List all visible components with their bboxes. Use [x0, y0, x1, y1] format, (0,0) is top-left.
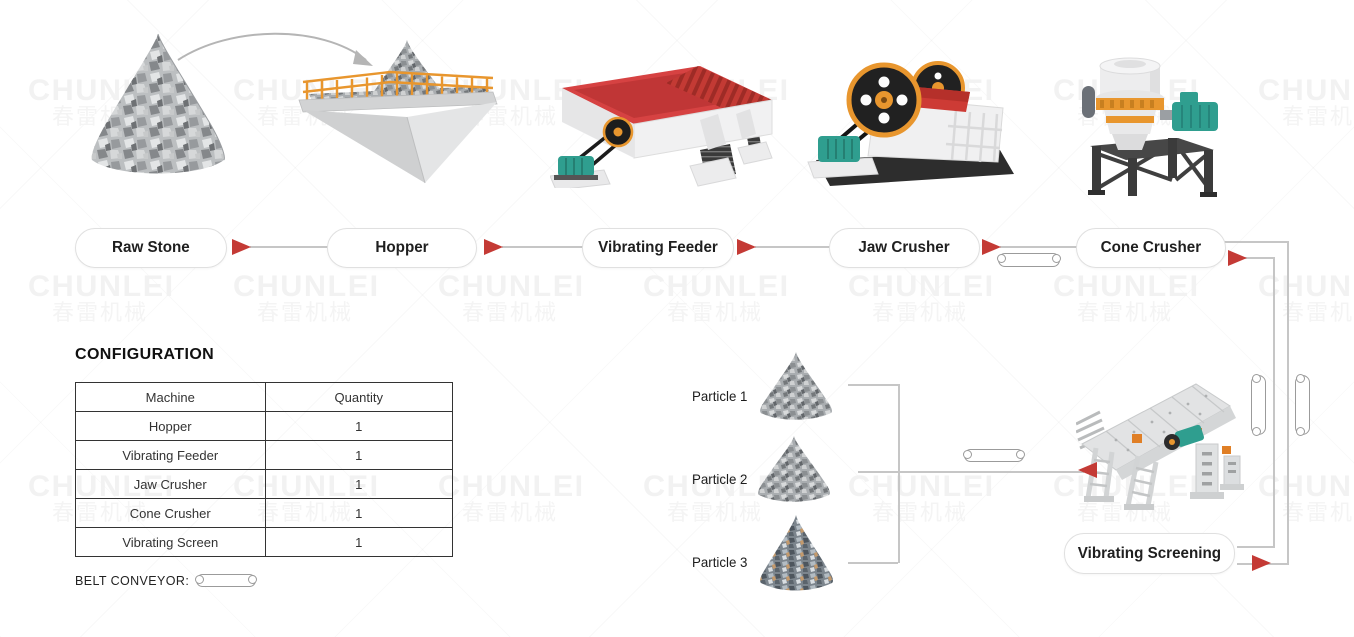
cell-machine: Hopper	[75, 411, 266, 441]
configuration-table: Machine Quantity Hopper 1 Vibrating Feed…	[75, 382, 453, 557]
particle-line	[848, 384, 898, 386]
flow-node-label: Jaw Crusher	[858, 239, 951, 256]
particle-3-pile-image	[760, 515, 833, 591]
feed-line	[1273, 257, 1275, 547]
vibrating-feeder-image	[550, 66, 773, 188]
configuration-title: CONFIGURATION	[75, 346, 215, 363]
cell-machine: Cone Crusher	[75, 498, 266, 528]
flow-node-label: Raw Stone	[112, 239, 190, 256]
particle-2-pile-image	[758, 436, 830, 502]
feed-line	[1232, 257, 1274, 259]
flow-node-label: Vibrating Screening	[1077, 544, 1222, 562]
table-row: Cone Crusher 1	[75, 498, 453, 528]
column-header-machine: Machine	[75, 382, 266, 412]
flow-node-vibrating-screening: Vibrating Screening	[1064, 533, 1235, 574]
column-header-quantity: Quantity	[264, 382, 453, 412]
flow-node-label: Vibrating Feeder	[598, 239, 718, 256]
return-line	[1287, 241, 1289, 564]
flow-node-label: Hopper	[375, 239, 429, 256]
belt-conveyor-icon	[1295, 374, 1310, 436]
belt-conveyor-icon	[963, 449, 1025, 462]
table-row: Vibrating Feeder 1	[75, 440, 453, 470]
flow-line	[755, 246, 831, 248]
transfer-arrow-icon	[177, 32, 373, 66]
particle-line	[898, 471, 1084, 473]
flow-arrow-icon	[1252, 555, 1271, 571]
hopper-image	[298, 40, 498, 184]
particle-1-label: Particle 1	[692, 388, 748, 404]
vibrating-screen-image	[1076, 383, 1244, 510]
belt-conveyor-legend-label: BELT CONVEYOR:	[75, 574, 190, 588]
flow-node-label: Cone Crusher	[1100, 239, 1202, 256]
return-line	[1224, 241, 1288, 243]
cell-machine: Vibrating Screen	[75, 527, 266, 557]
particle-collector-line	[898, 384, 900, 563]
belt-conveyor-icon	[1251, 374, 1266, 436]
particle-line	[858, 471, 898, 473]
cell-quantity: 1	[264, 498, 453, 528]
flow-arrow-icon	[484, 239, 503, 255]
cell-quantity: 1	[264, 411, 453, 441]
table-row: Hopper 1	[75, 411, 453, 441]
flow-arrow-icon	[737, 239, 756, 255]
particle-line	[848, 562, 898, 564]
cell-machine: Jaw Crusher	[75, 469, 266, 499]
flow-line	[250, 246, 329, 248]
flow-node-cone-crusher: Cone Crusher	[1076, 228, 1226, 268]
table-row: Vibrating Screen 1	[75, 527, 453, 557]
particle-1-pile-image	[760, 352, 832, 420]
flow-arrow-icon	[1078, 462, 1097, 478]
particle-2-label: Particle 2	[692, 471, 748, 487]
cell-quantity: 1	[264, 527, 453, 557]
cell-machine: Vibrating Feeder	[75, 440, 266, 470]
flow-arrow-icon	[232, 239, 251, 255]
flow-arrow-icon	[1228, 250, 1247, 266]
feed-line	[1237, 546, 1275, 548]
flow-node-hopper: Hopper	[327, 228, 477, 268]
belt-conveyor-icon	[997, 253, 1061, 267]
belt-conveyor-icon	[195, 574, 257, 587]
cell-quantity: 1	[264, 469, 453, 499]
flow-node-jaw-crusher: Jaw Crusher	[829, 228, 980, 268]
particle-3-label: Particle 3	[692, 554, 748, 570]
flow-arrow-icon	[982, 239, 1001, 255]
table-header-row: Machine Quantity	[75, 382, 453, 412]
flow-node-vibrating-feeder: Vibrating Feeder	[582, 228, 734, 268]
flow-node-raw-stone: Raw Stone	[75, 228, 227, 268]
cell-quantity: 1	[264, 440, 453, 470]
cone-crusher-image	[1082, 57, 1218, 197]
raw-stone-pile-image	[91, 33, 225, 174]
table-row: Jaw Crusher 1	[75, 469, 453, 499]
flow-line	[1000, 246, 1078, 248]
flow-line	[502, 246, 584, 248]
jaw-crusher-image	[807, 61, 1014, 186]
